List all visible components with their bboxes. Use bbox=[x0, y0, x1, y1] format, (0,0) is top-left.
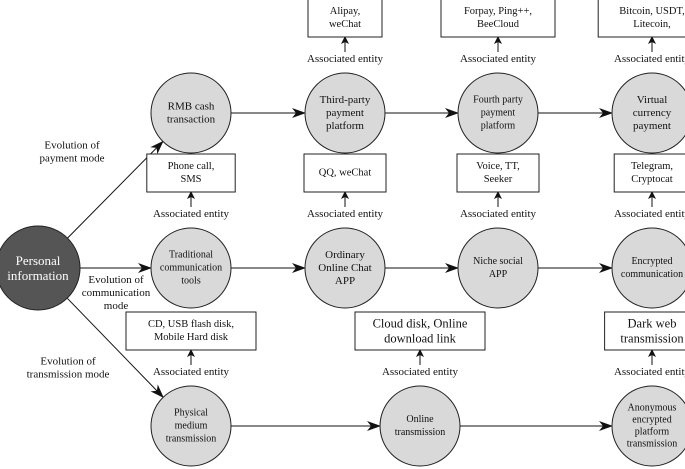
entity-box-text: Voice, TT, bbox=[476, 161, 519, 172]
branch-label: Evolution of bbox=[44, 140, 100, 152]
associated-entity-label: Associated entity bbox=[307, 53, 384, 65]
branch-label: Evolution of bbox=[40, 356, 96, 368]
process-node-label: currency bbox=[633, 107, 672, 119]
process-node-label: Niche social bbox=[473, 256, 523, 267]
entity-box-text: SMS bbox=[180, 174, 201, 185]
process-node-label: Physical bbox=[174, 408, 208, 419]
entity-box-text: download link bbox=[384, 332, 457, 346]
associated-entity-label: Associated entity bbox=[153, 208, 230, 220]
entity-box-text: Mobile Hard disk bbox=[154, 332, 229, 343]
process-node-label: Fourth party bbox=[473, 95, 523, 106]
root-node bbox=[0, 225, 81, 311]
entity-box-text: Bitcoin, USDT, bbox=[619, 6, 684, 17]
process-node bbox=[611, 385, 685, 467]
entity-box bbox=[456, 153, 540, 193]
process-node bbox=[611, 227, 685, 309]
entity-box-text: Seeker bbox=[484, 174, 513, 185]
branch-label: transmission mode bbox=[27, 369, 110, 381]
branch-edge bbox=[66, 297, 164, 398]
process-node-label: medium bbox=[175, 421, 208, 432]
branch-label: Evolution of bbox=[88, 274, 144, 286]
process-node bbox=[457, 227, 539, 309]
process-node-label: Ordinary bbox=[325, 249, 365, 261]
entity-box-text: Phone call, bbox=[168, 161, 215, 172]
entity-box-text: Alipay, bbox=[330, 6, 361, 17]
process-node-label: payment bbox=[481, 108, 516, 119]
process-node-label: Anonymous bbox=[628, 403, 677, 414]
process-node-label: Traditional bbox=[169, 250, 213, 261]
entity-box-text: weChat bbox=[329, 19, 361, 30]
process-node bbox=[150, 227, 232, 309]
entity-box bbox=[125, 311, 257, 351]
branch-label: communication bbox=[82, 287, 151, 299]
entity-box bbox=[303, 153, 387, 193]
process-node-label: Online Chat bbox=[318, 262, 371, 274]
associated-entity-label: Associated entity bbox=[460, 208, 537, 220]
root-label: Personal bbox=[16, 253, 61, 268]
entity-box-text: Cloud disk, Online bbox=[373, 317, 468, 331]
entity-box-text: BeeCloud bbox=[477, 19, 520, 30]
process-node-label: communication bbox=[621, 269, 683, 280]
entity-box-text: Forpay, Ping++, bbox=[464, 6, 532, 17]
process-node bbox=[379, 385, 461, 467]
process-node-label: tools bbox=[181, 276, 201, 287]
process-node-label: APP bbox=[335, 275, 355, 287]
entity-box-text: transmission bbox=[620, 332, 684, 346]
entity-box bbox=[597, 0, 685, 38]
process-node bbox=[304, 72, 386, 154]
process-node bbox=[611, 72, 685, 154]
entity-box bbox=[604, 311, 685, 351]
associated-entity-label: Associated entity bbox=[460, 53, 537, 65]
root-label: information bbox=[7, 268, 69, 283]
associated-entity-label: Associated entity bbox=[382, 366, 459, 378]
entity-box-text: Dark web bbox=[628, 317, 677, 331]
process-node-label: platform bbox=[481, 121, 516, 132]
process-node-label: Virtual bbox=[637, 94, 668, 106]
process-node-label: payment bbox=[326, 107, 364, 119]
associated-entity-label: Associated entity bbox=[614, 208, 685, 220]
associated-entity-label: Associated entity bbox=[614, 53, 685, 65]
process-node-label: payment bbox=[633, 120, 671, 132]
process-node-label: communication bbox=[160, 263, 222, 274]
process-node-label: encrypted bbox=[632, 415, 671, 426]
process-node-label: Third-party bbox=[320, 94, 371, 106]
entity-box-text: QQ, weChat bbox=[319, 168, 372, 179]
entity-box bbox=[613, 153, 685, 193]
entity-box bbox=[440, 0, 556, 38]
process-node-label: RMB cash bbox=[168, 101, 215, 113]
process-node bbox=[150, 72, 232, 154]
entity-box-text: Litecoin, bbox=[633, 19, 671, 30]
process-node-label: transmission bbox=[627, 439, 678, 450]
process-node-label: transaction bbox=[167, 114, 216, 126]
process-node bbox=[304, 227, 386, 309]
entity-box-text: CD, USB flash disk, bbox=[148, 319, 234, 330]
process-node-label: Encrypted bbox=[631, 256, 672, 267]
process-node-label: platform bbox=[635, 427, 670, 438]
entity-box-text: Telegram, bbox=[631, 161, 673, 172]
process-node bbox=[457, 72, 539, 154]
process-node-label: transmission bbox=[395, 427, 446, 438]
associated-entity-label: Associated entity bbox=[614, 366, 685, 378]
process-node-label: platform bbox=[326, 120, 364, 132]
associated-entity-label: Associated entity bbox=[307, 208, 384, 220]
entity-box bbox=[146, 153, 236, 193]
associated-entity-label: Associated entity bbox=[153, 366, 230, 378]
process-node-label: transmission bbox=[166, 434, 217, 445]
branch-label: payment mode bbox=[39, 153, 104, 165]
entity-box-text: Cryptocat bbox=[631, 174, 672, 185]
process-node-label: APP bbox=[489, 269, 508, 280]
branch-label: mode bbox=[104, 300, 129, 312]
entity-box bbox=[307, 0, 383, 38]
entity-box bbox=[354, 311, 486, 351]
process-node bbox=[150, 385, 232, 467]
process-node-label: Online bbox=[406, 414, 434, 425]
